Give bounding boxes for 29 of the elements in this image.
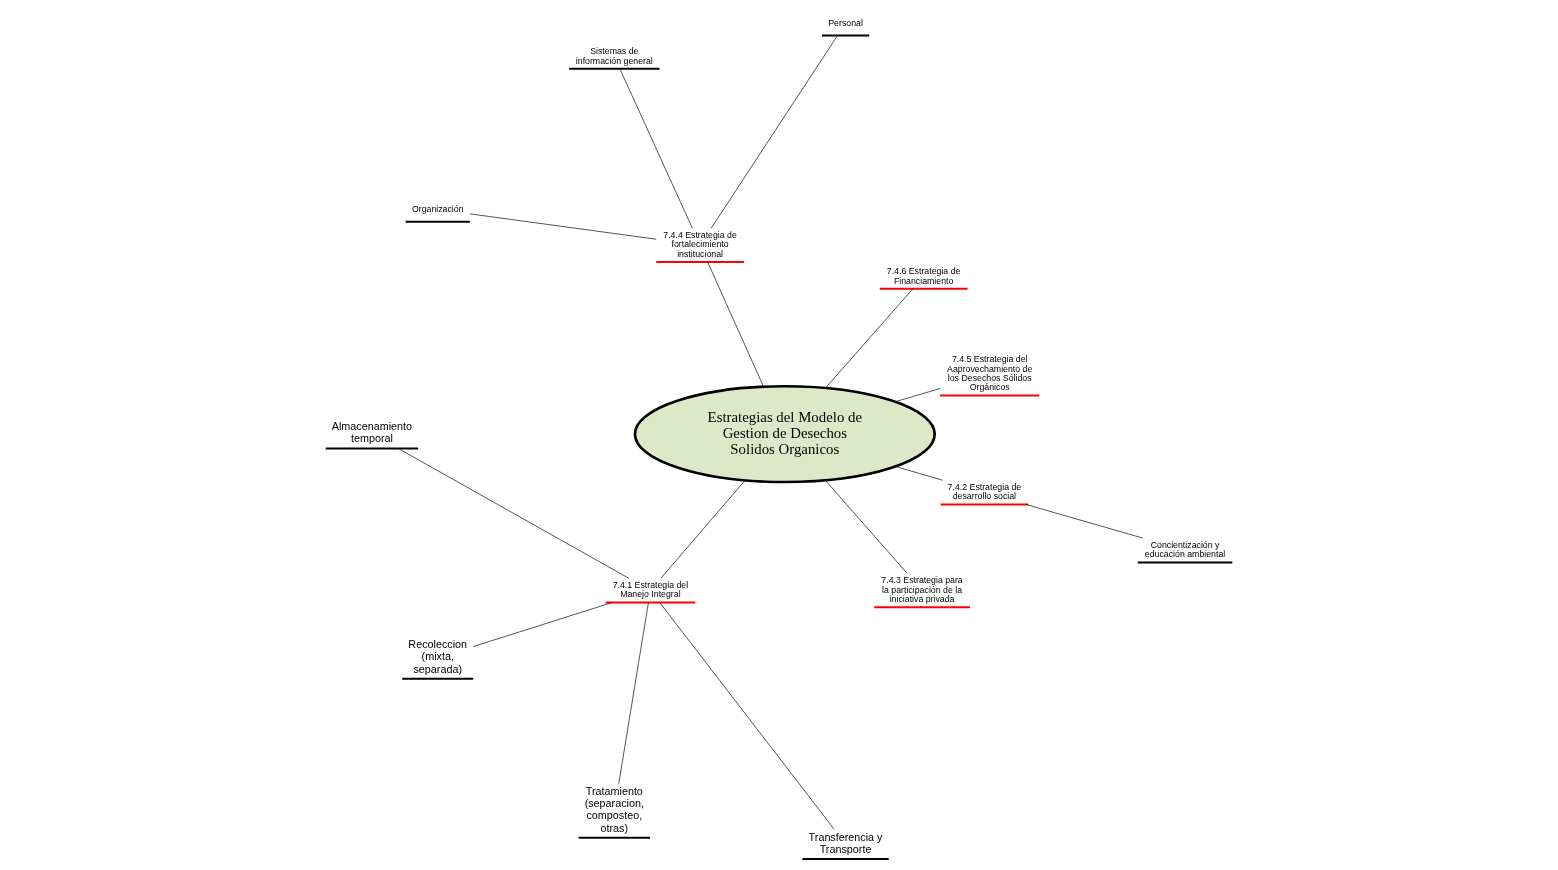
node-text: Transferencia y Transporte — [808, 830, 883, 855]
connector — [707, 261, 764, 388]
connector — [894, 388, 941, 403]
connector — [824, 479, 908, 574]
connector — [710, 35, 838, 229]
connector — [1026, 504, 1144, 539]
connector — [895, 466, 944, 481]
node-text: 7.4.6 Estrategia de Financiamiento — [886, 266, 961, 286]
node-text: Organización — [411, 203, 464, 214]
node-text: Almacenamiento temporal — [331, 420, 413, 445]
connector — [825, 288, 914, 389]
node-text: 7.4.5 Estrategia del Aaprovechamiento de los Desechos Sólidos Orgánicos — [947, 354, 1033, 393]
connector — [398, 448, 630, 579]
node-text: Recoleccion (mixta, separada) — [408, 638, 468, 675]
node-text: Personal — [828, 17, 863, 28]
node-text: 7.4.4 Estrategia de fortalecimiento institucional — [663, 230, 737, 259]
connector — [473, 602, 613, 647]
node-text: Tratamiento (separacion, composteo, otras) — [584, 785, 644, 834]
connector — [469, 213, 657, 240]
connector — [618, 602, 649, 784]
connector — [659, 602, 835, 830]
connector — [660, 479, 746, 579]
node-ellipse: Estrategias del Modelo de Gestion de Desechos Solidos Organicos — [633, 384, 937, 484]
connector — [619, 68, 693, 229]
node-text: 7.4.1 Estrategia del Manejo Integral — [612, 580, 689, 600]
node-text: Sistemas de información general — [575, 46, 653, 66]
node-text: Concientización y educación ambiental — [1144, 539, 1226, 560]
node-text: 7.4.2 Estrategia de desarrollo social — [947, 482, 1022, 502]
node-text: 7.4.3 Estrategia para la participación de la iniciativa privada — [881, 575, 963, 605]
